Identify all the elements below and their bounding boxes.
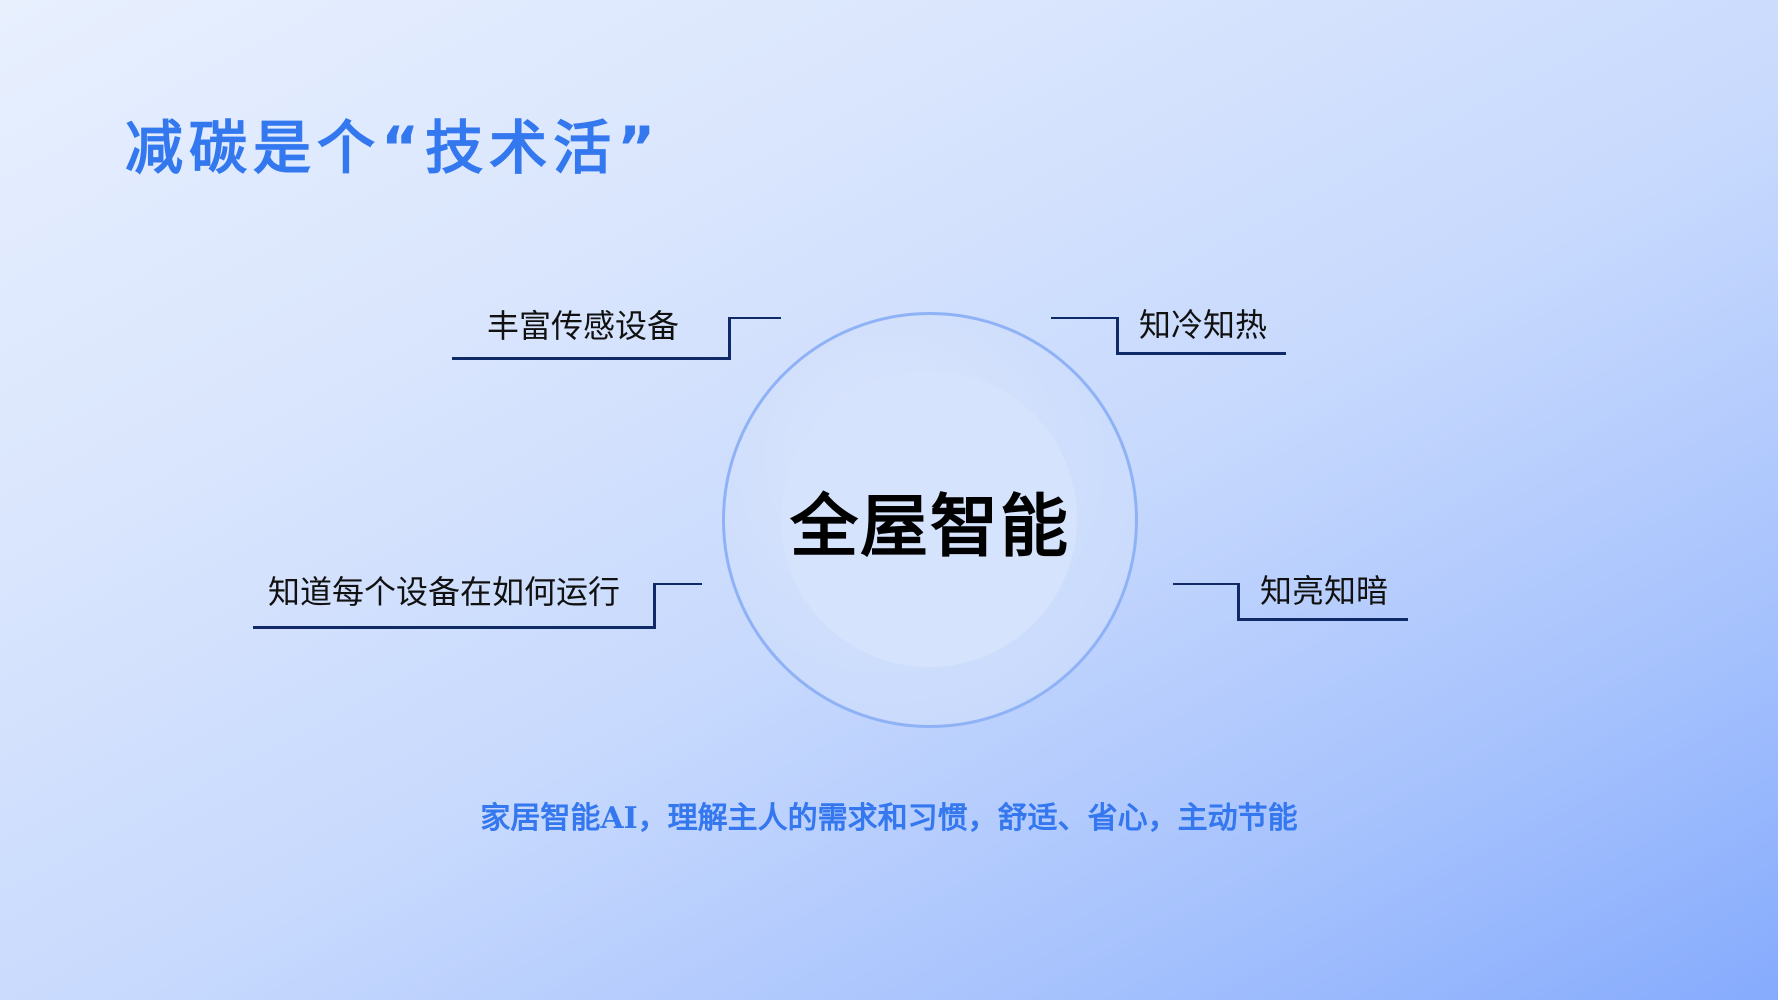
connector-line [728, 317, 781, 319]
center-label: 全屋智能 [722, 312, 1138, 728]
connector-line [728, 317, 731, 360]
connector-line [1237, 583, 1240, 621]
inner-circle [781, 371, 1077, 667]
feature-temperature-aware: 知冷知热 [1139, 306, 1268, 344]
connector-line [1051, 317, 1118, 319]
connector-line [1173, 583, 1239, 585]
feature-light-aware: 知亮知暗 [1260, 572, 1389, 610]
slide-title: 减碳是个“技术活” [125, 114, 662, 182]
feature-device-status: 知道每个设备在如何运行 [268, 573, 621, 611]
connector-line [653, 583, 702, 585]
connector-line [653, 583, 656, 629]
tagline: 家居智能AI，理解主人的需求和习惯，舒适、省心，主动节能 [480, 801, 1298, 836]
connector-line [253, 626, 656, 629]
connector-line [452, 357, 731, 360]
center-label-text: 全屋智能 [789, 487, 1070, 567]
feature-rich-sensors: 丰富传感设备 [487, 307, 680, 345]
connector-line [1116, 317, 1119, 355]
connector-line [1116, 352, 1286, 355]
connector-line [1237, 618, 1408, 621]
